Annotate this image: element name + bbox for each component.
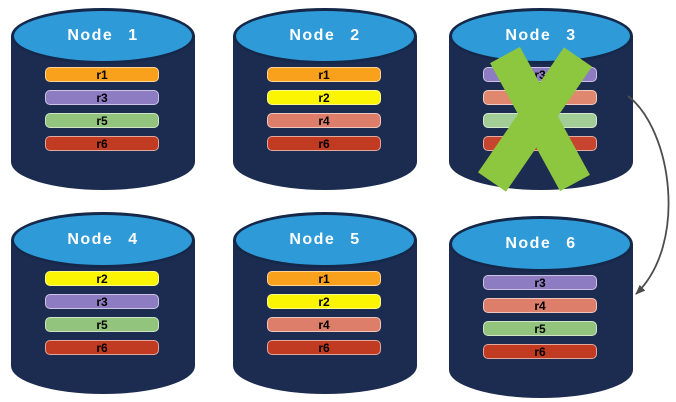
cylinder-top: Node 5 [233,212,417,268]
cylinder-top: Node 1 [11,8,195,64]
replica-bar: r3 [45,294,159,309]
replica-list: r3 r4 r5 r6 [483,275,597,359]
replica-label: r5 [96,113,108,128]
node-3: Node 3 r3 r4 r5 r6 [449,8,633,192]
replica-label: r1 [318,271,330,286]
cylinder-top: Node 2 [233,8,417,64]
replica-label: r4 [534,298,546,313]
replica-bar: r5 [483,321,597,336]
replica-list: r1 r2 r4 r6 [267,67,381,151]
replica-label: r2 [96,271,108,286]
replica-list: r1 r2 r4 r6 [267,271,381,355]
replica-label: r1 [318,67,330,82]
replica-bar: r4 [483,298,597,313]
replica-label: r3 [534,275,546,290]
replica-bar: r6 [45,136,159,151]
replica-label: r2 [318,90,330,105]
replica-label: r3 [96,294,108,309]
failure-x-icon [477,46,593,192]
replica-bar: r4 [267,113,381,128]
replica-bar: r1 [267,67,381,82]
replica-bar: r5 [45,113,159,128]
cylinder-top: Node 4 [11,212,195,268]
replica-label: r2 [318,294,330,309]
node-title: Node 1 [67,27,139,44]
replica-label: r6 [96,340,108,355]
replica-label: r6 [96,136,108,151]
replica-bar: r6 [267,340,381,355]
replica-label: r5 [96,317,108,332]
node-1: Node 1 r1 r3 r5 r6 [11,8,195,190]
node-title: Node 6 [505,235,577,252]
replica-bar: r3 [45,90,159,105]
replica-bar: r5 [45,317,159,332]
node-title: Node 3 [505,27,577,44]
replica-bar: r6 [45,340,159,355]
node-title: Node 5 [289,231,361,248]
replica-bar: r3 [483,275,597,290]
replica-bar: r1 [267,271,381,286]
replica-bar: r2 [45,271,159,286]
replica-label: r3 [96,90,108,105]
replica-list: r1 r3 r5 r6 [45,67,159,151]
replica-label: r5 [534,321,546,336]
node-title: Node 4 [67,231,139,248]
node-4: Node 4 r2 r3 r5 r6 [11,212,195,394]
node-5: Node 5 r1 r2 r4 r6 [233,212,417,394]
replica-label: r6 [534,344,546,359]
replica-label: r4 [318,113,330,128]
replica-label: r6 [318,340,330,355]
replica-bar: r6 [267,136,381,151]
node-6: Node 6 r3 r4 r5 r6 [449,216,633,398]
cylinder-top: Node 3 [449,8,633,64]
cylinder-top: Node 6 [449,216,633,272]
replica-list: r2 r3 r5 r6 [45,271,159,355]
replica-bar: r1 [45,67,159,82]
node-2: Node 2 r1 r2 r4 r6 [233,8,417,190]
replica-bar: r6 [483,344,597,359]
replica-label: r1 [96,67,108,82]
replica-label: r4 [318,317,330,332]
replica-label: r3 [534,67,546,82]
replica-label: r6 [318,136,330,151]
replica-bar: r4 [267,317,381,332]
replica-bar: r2 [267,90,381,105]
node-title: Node 2 [289,27,361,44]
replica-bar: r2 [267,294,381,309]
